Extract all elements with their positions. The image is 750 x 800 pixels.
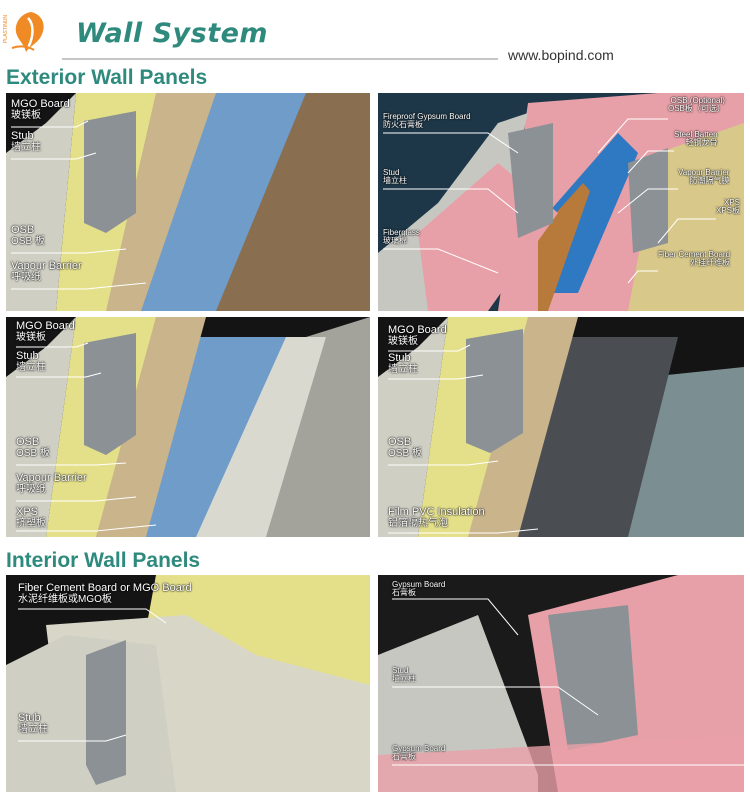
logo-text: PLASTINUN (3, 14, 10, 44)
header-divider (62, 58, 498, 60)
logo-icon (11, 12, 44, 52)
exterior-section-title: Exterior Wall Panels (6, 66, 208, 89)
brand-title: Wall System (76, 18, 269, 49)
label-osb-optional: OSB (Optional)OSB板（可选） (668, 96, 725, 114)
interior-section-title: Interior Wall Panels (6, 549, 201, 572)
website-url[interactable]: www.bopind.com (508, 47, 614, 63)
page-header: PLASTINUN Wall System www.bopind.com (0, 0, 750, 66)
